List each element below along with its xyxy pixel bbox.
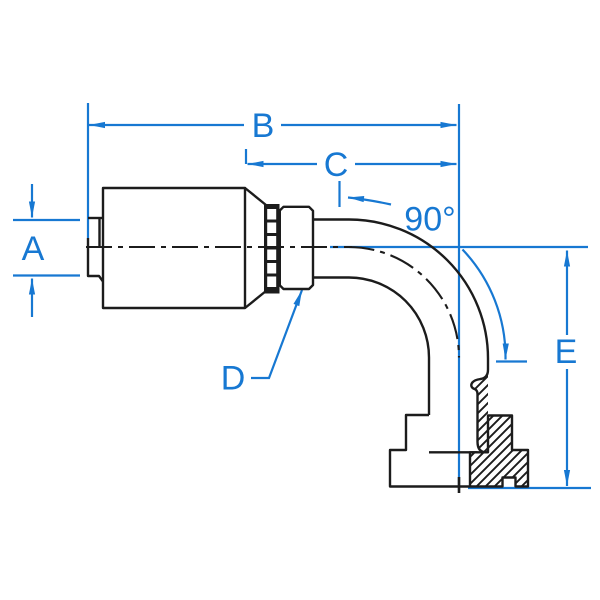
- centerline: [86, 245, 461, 358]
- dimension-labels: A B C D E 90°: [22, 107, 578, 398]
- label-b: B: [252, 107, 275, 145]
- label-c: C: [324, 146, 349, 184]
- collar-segments: [267, 209, 277, 287]
- crimp-shell: [101, 186, 267, 310]
- nut-body-fill: [279, 206, 313, 289]
- fitting-outline: [86, 186, 530, 493]
- dimension-layer: A B C D E 90°: [13, 103, 591, 490]
- label-angle: 90°: [404, 201, 455, 239]
- hose-end: [86, 216, 104, 283]
- flange-section-fill: [470, 415, 528, 487]
- tube-sleeve-section: [470, 369, 490, 454]
- tube-sleeve-section-fill: [471, 369, 488, 453]
- dimension-a: [13, 184, 80, 317]
- dimension-d-leader: [251, 289, 304, 380]
- fill-shapes: [264, 204, 528, 487]
- label-a: A: [22, 230, 45, 268]
- label-d: D: [221, 360, 246, 398]
- elbow-tube: [313, 218, 490, 415]
- label-e: E: [555, 333, 578, 371]
- nut-body: [278, 205, 315, 291]
- flange-section: [468, 414, 530, 488]
- angle-dimension: [347, 196, 509, 360]
